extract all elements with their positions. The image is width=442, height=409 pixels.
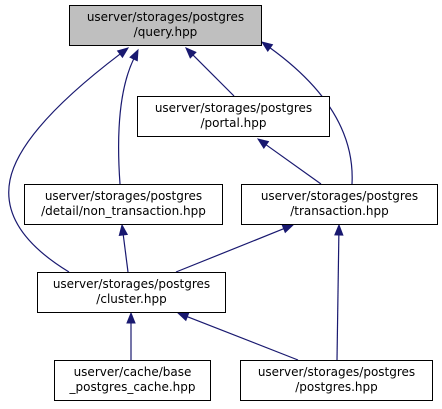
arrowhead-icon <box>185 47 197 59</box>
node-box <box>240 360 433 401</box>
node-label-line: /postgres.hpp <box>295 380 378 394</box>
node-query[interactable]: userver/storages/postgres/query.hpp <box>69 5 262 46</box>
node-label-line: userver/storages/postgres <box>87 10 244 24</box>
edge-line <box>269 47 353 185</box>
node-base_cache[interactable]: userver/cache/base_postgres_cache.hpp <box>54 360 211 401</box>
arrowhead-icon <box>118 223 129 237</box>
node-label-line: userver/cache/base <box>74 365 192 379</box>
edge-cluster-to-transaction <box>175 224 295 273</box>
node-label-line: _postgres_cache.hpp <box>68 380 195 394</box>
edge-line <box>118 58 135 185</box>
edge-transaction-to-query <box>260 41 353 185</box>
node-label-line: /cluster.hpp <box>96 292 166 306</box>
node-label-line: userver/storages/postgres <box>45 189 202 203</box>
arrowhead-icon <box>334 223 344 236</box>
node-label-line: /query.hpp <box>134 25 198 39</box>
arrowhead-icon <box>126 311 136 324</box>
edge-line <box>265 144 322 185</box>
node-box <box>24 184 223 225</box>
edge-transaction-to-portal <box>256 138 322 185</box>
node-label-line: userver/storages/postgres <box>53 277 210 291</box>
edges-layer <box>8 41 353 361</box>
nodes-layer: userver/storages/postgres/query.hppuserv… <box>24 5 438 401</box>
arrowhead-icon <box>260 41 274 52</box>
node-box <box>37 272 226 313</box>
node-label-line: userver/storages/postgres <box>155 101 312 115</box>
node-portal[interactable]: userver/storages/postgres/portal.hpp <box>137 96 330 137</box>
node-transaction[interactable]: userver/storages/postgres/transaction.hp… <box>241 184 438 225</box>
node-box <box>137 96 330 137</box>
node-non_transaction[interactable]: userver/storages/postgres/detail/non_tra… <box>24 184 223 225</box>
node-label-line: /portal.hpp <box>201 116 267 130</box>
edge-line <box>187 316 299 361</box>
edge-line <box>175 228 284 273</box>
edge-non_transaction-to-query <box>118 48 139 185</box>
edge-line <box>192 54 235 97</box>
edge-line <box>122 234 129 273</box>
arrowhead-icon <box>116 47 130 59</box>
edge-cluster-to-non_transaction <box>118 223 129 273</box>
node-box <box>241 184 438 225</box>
arrowhead-icon <box>256 138 270 149</box>
edge-portal-to-query <box>185 47 235 97</box>
node-label-line: /transaction.hpp <box>290 204 388 218</box>
node-postgres[interactable]: userver/storages/postgres/postgres.hpp <box>240 360 433 401</box>
edge-postgres-to-transaction <box>334 223 344 361</box>
node-label-line: /detail/non_transaction.hpp <box>41 204 206 218</box>
node-label-line: userver/storages/postgres <box>258 365 415 379</box>
node-box <box>69 5 262 46</box>
node-box <box>54 360 211 401</box>
edge-base_cache-to-cluster <box>126 311 136 360</box>
node-label-line: userver/storages/postgres <box>261 189 418 203</box>
edge-postgres-to-cluster <box>176 312 299 361</box>
arrowhead-icon <box>129 48 139 62</box>
edge-cluster-to-query <box>8 47 130 273</box>
edge-line <box>8 53 121 273</box>
arrowhead-icon <box>281 224 295 234</box>
edge-line <box>336 234 340 361</box>
arrowhead-icon <box>176 312 190 322</box>
node-cluster[interactable]: userver/storages/postgres/cluster.hpp <box>37 272 226 313</box>
